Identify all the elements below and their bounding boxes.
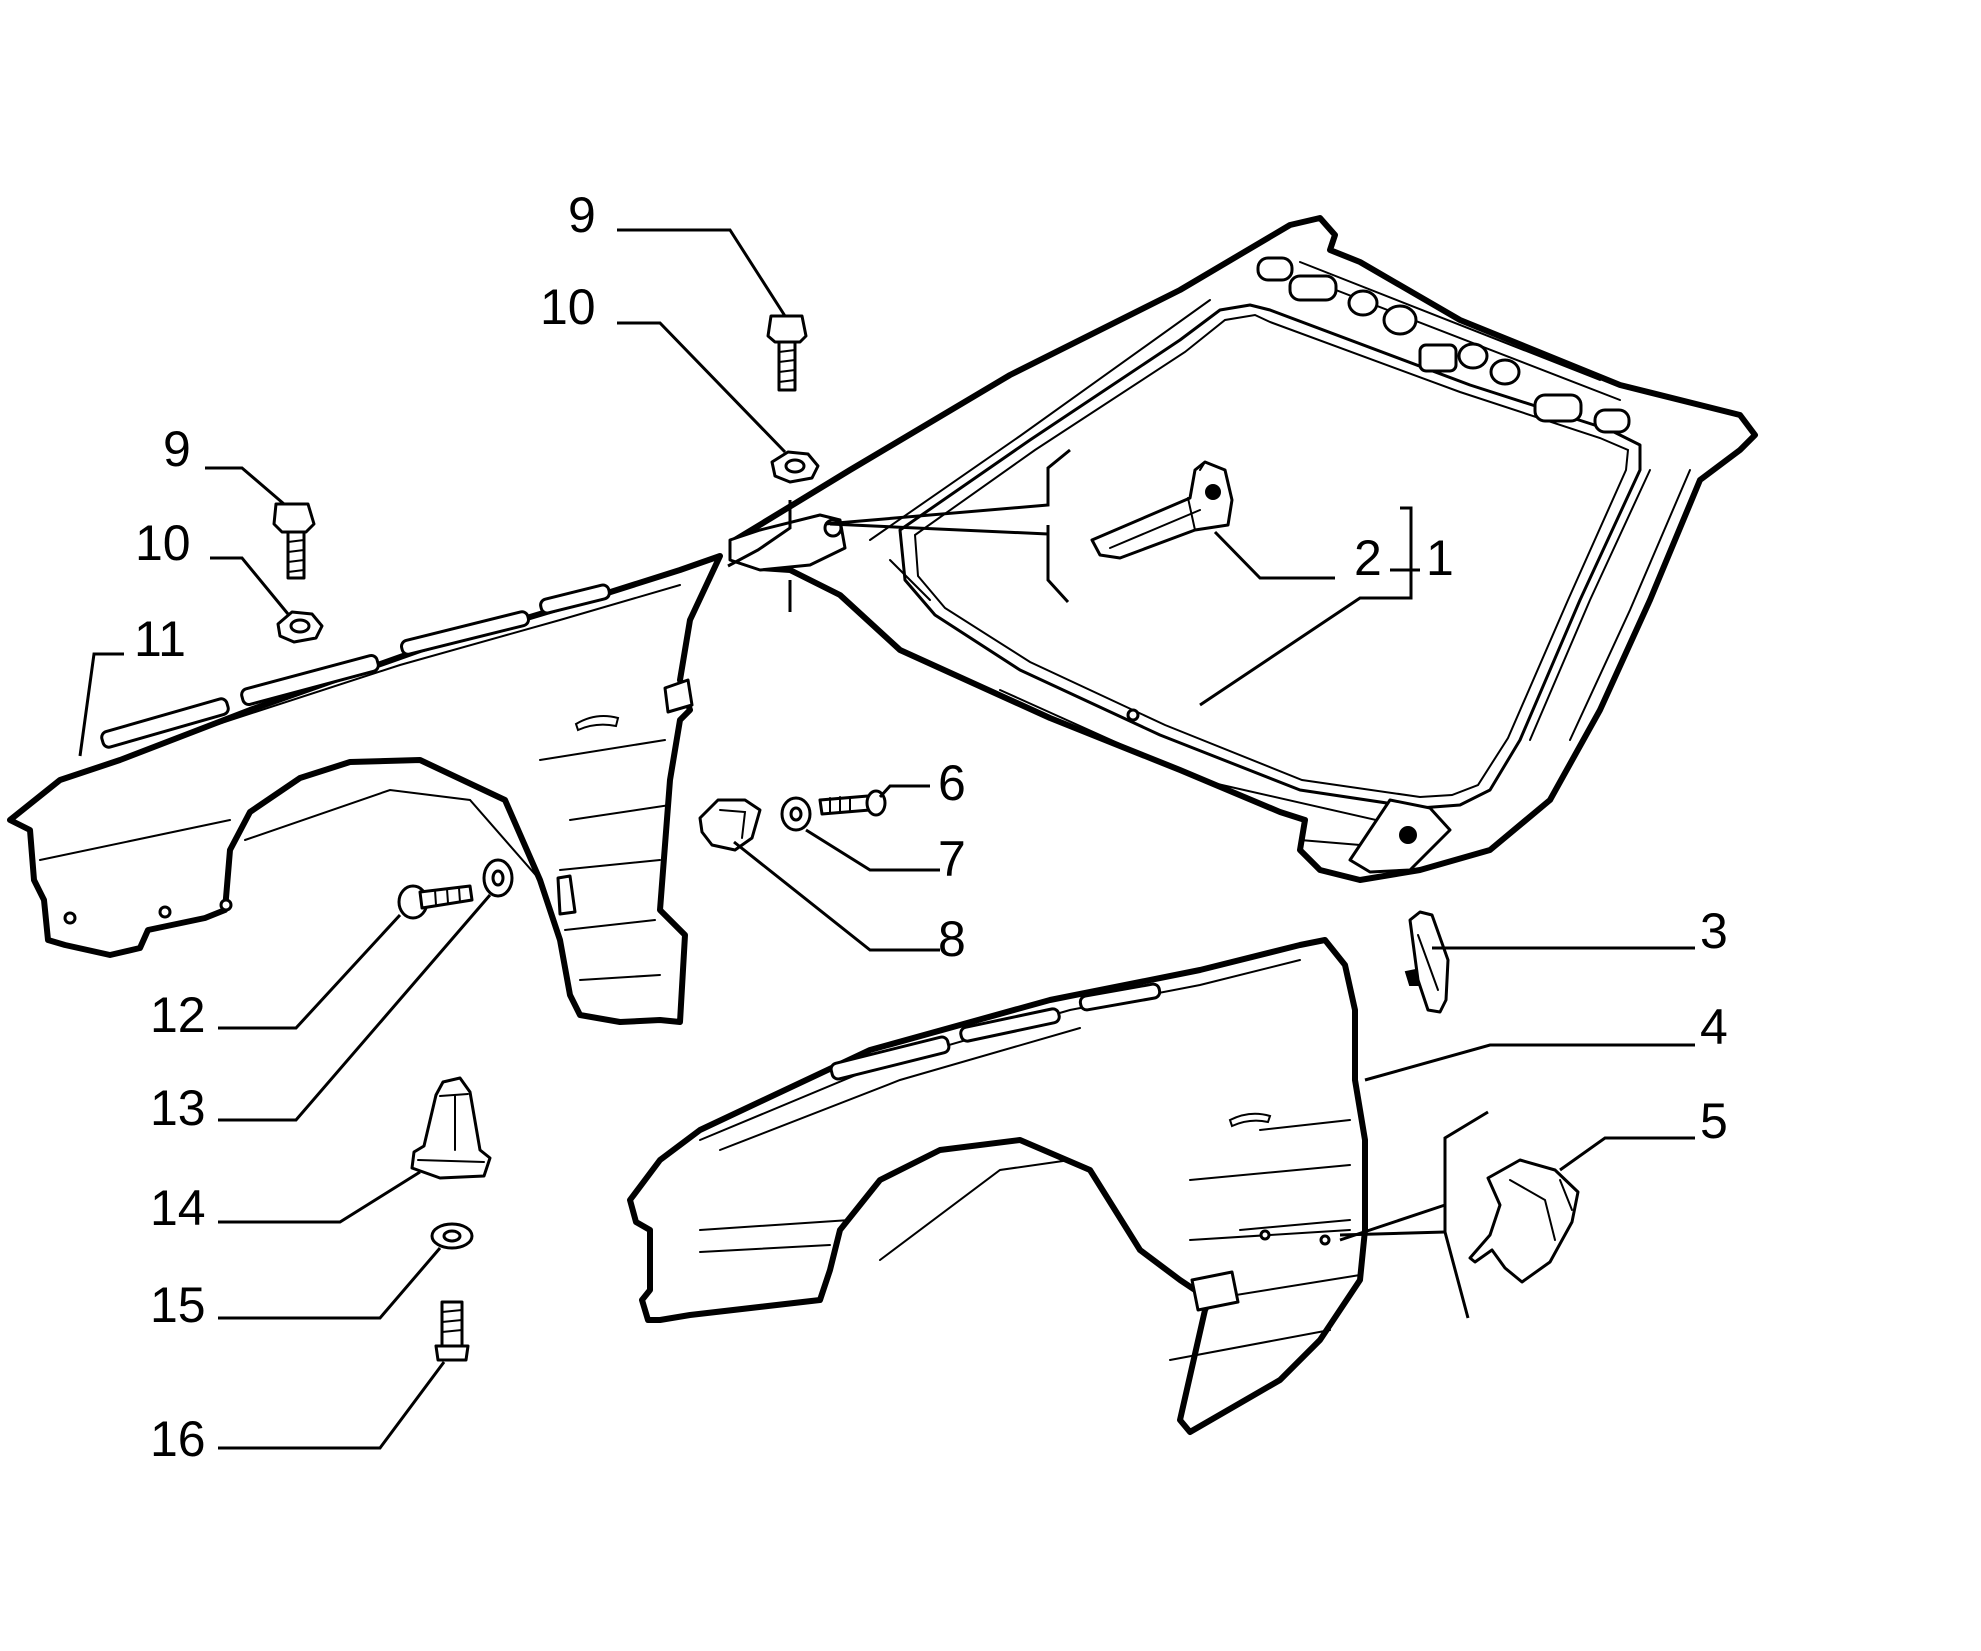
callout-6: 6: [938, 755, 966, 811]
callout-4: 4: [1700, 999, 1728, 1055]
leader-lines: [78, 228, 1695, 1450]
callout-1: 1: [1426, 530, 1454, 586]
callout-16: 16: [150, 1411, 206, 1467]
callout-10-left: 10: [135, 515, 191, 571]
callout-5: 5: [1700, 1093, 1728, 1149]
clip-nut-8: [698, 798, 762, 852]
callout-11: 11: [134, 611, 186, 667]
bolt-9-left: [272, 502, 316, 580]
nut-10-left: [276, 610, 324, 644]
callout-3: 3: [1700, 903, 1728, 959]
left-fender: [7, 553, 723, 1025]
nut-10-top: [770, 450, 820, 484]
washer-13: [482, 858, 514, 898]
bolt-12: [397, 884, 474, 920]
screw-6: [818, 789, 887, 817]
callout-2: 2: [1354, 530, 1382, 586]
rubber-bumper-14: [410, 1076, 492, 1180]
washer-15: [430, 1222, 474, 1250]
callout-9-top: 9: [568, 187, 596, 243]
bolt-9-top: [766, 314, 808, 392]
right-fender: [627, 937, 1368, 1435]
hinge-bracket: [1090, 460, 1234, 560]
callout-labels: 1 2 3 4 5 6 7 8 9 10 9 10 11 12 13 14 15…: [134, 187, 1728, 1467]
callout-15: 15: [150, 1277, 206, 1333]
clip-part: [1404, 910, 1450, 1014]
callout-10-top: 10: [540, 279, 596, 335]
callout-12: 12: [150, 987, 206, 1043]
callout-8: 8: [938, 911, 966, 967]
callout-7: 7: [938, 831, 966, 887]
washer-7: [780, 796, 812, 832]
windshield-frame: [728, 215, 1758, 883]
callout-9-left: 9: [163, 421, 191, 477]
callout-14: 14: [150, 1180, 206, 1236]
screw-16: [434, 1300, 470, 1362]
callout-13: 13: [150, 1080, 206, 1136]
cover-cap: [1468, 1158, 1580, 1284]
